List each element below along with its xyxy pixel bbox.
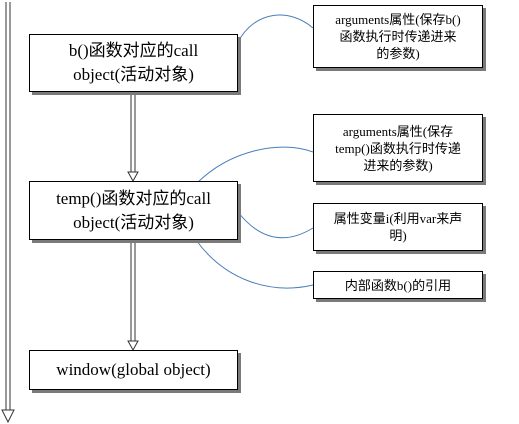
arrow-temp-to-window bbox=[127, 240, 139, 352]
arrow-b-to-temp bbox=[127, 92, 139, 183]
note-temp-arguments: arguments属性(保存 temp()函数执行时传递 进来的参数) bbox=[313, 114, 483, 182]
note-temp-var-i: 属性变量i(利用var来声 明) bbox=[313, 203, 483, 251]
scope-window-box: window(global object) bbox=[29, 350, 238, 390]
connector-temp-inner-b bbox=[195, 239, 314, 289]
note-b-arguments: arguments属性(保存b() 函数执行时传递进来 的参数) bbox=[313, 5, 483, 68]
connector-temp-arguments bbox=[195, 146, 314, 185]
scope-b-box: b()函数对应的call object(活动对象) bbox=[29, 34, 238, 92]
scope-temp-box: temp()函数对应的call object(活动对象) bbox=[29, 181, 238, 240]
connector-b-arguments bbox=[237, 14, 314, 43]
connector-temp-var-i bbox=[237, 211, 314, 239]
note-temp-inner-b: 内部函数b()的引用 bbox=[313, 271, 483, 299]
scope-chain-arrow bbox=[1, 2, 15, 424]
